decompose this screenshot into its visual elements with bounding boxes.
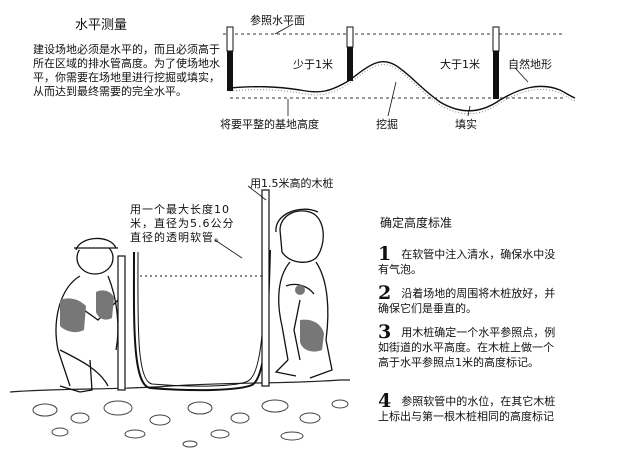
hose-label: 用一个最大长度10米，直径为5.6公分直径的透明软管。 <box>130 203 235 244</box>
reference-plane-label: 参照水平面 <box>250 14 305 27</box>
hose <box>132 249 271 392</box>
stake-right <box>492 26 500 99</box>
terrain-line <box>229 60 576 112</box>
stake-middle <box>346 26 354 81</box>
natural-terrain-label: 自然地形 <box>508 58 552 71</box>
step-text: 参照软管中的水位，在其它木桩上标出与第一根木桩相同的高度标记 <box>378 395 556 423</box>
page-title: 水平测量 <box>75 18 128 33</box>
worker-right <box>274 208 333 379</box>
wooden-stake-left <box>117 255 126 391</box>
less-than-label: 少于1米 <box>293 58 333 71</box>
ground-line <box>9 379 350 393</box>
step-number: 2 <box>378 282 392 304</box>
dig-label: 挖掘 <box>376 118 398 131</box>
step-text: 在软管中注入清水，确保水中没有气泡。 <box>378 248 556 276</box>
step-number: 1 <box>378 243 392 265</box>
intro-text: 建设场地必须是水平的，而且必须高于所在区域的排水管高度。为了使场地水平，你需要在… <box>33 43 220 98</box>
stake-label: 用1.5米高的木桩 <box>250 177 334 190</box>
stones <box>32 399 349 448</box>
step-text: 用木桩确定一个水平参照点，例如街道的水平高度。在木桩上做一个高于水平参照点1米的… <box>378 326 556 369</box>
base-height-label: 将要平整的基地高度 <box>220 118 319 131</box>
step-number: 4 <box>378 390 392 412</box>
step-number: 3 <box>378 321 392 343</box>
wooden-stake-right <box>261 189 270 387</box>
method-title: 确定高度标准 <box>380 216 453 230</box>
fill-label: 填实 <box>455 118 477 131</box>
step-text: 沿着场地的周围将木桩放好，并确保它们是垂直的。 <box>378 287 556 315</box>
more-than-label: 大于1米 <box>440 58 480 71</box>
stake-left <box>226 26 234 91</box>
